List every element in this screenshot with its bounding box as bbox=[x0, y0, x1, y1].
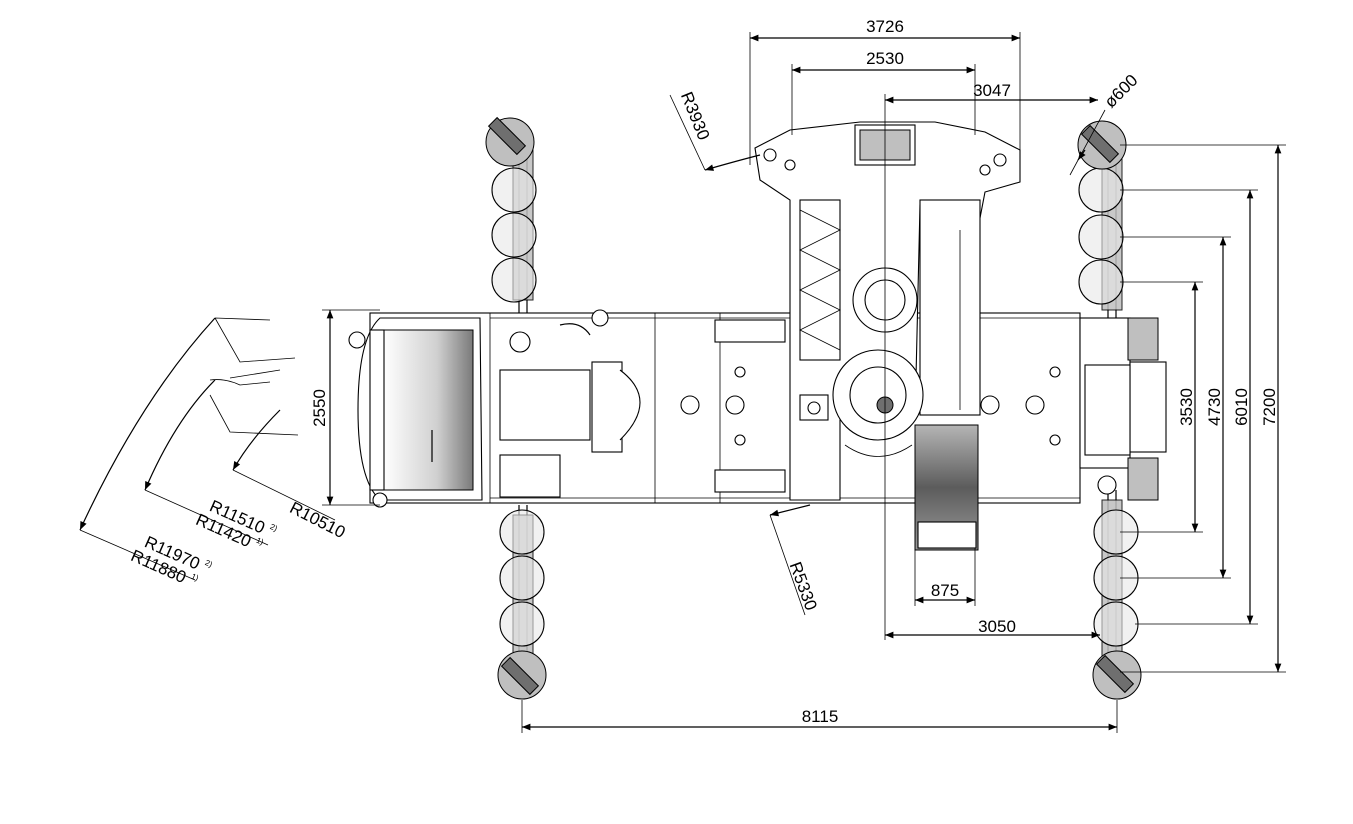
dimension-lines bbox=[322, 32, 1286, 733]
outrigger-front-top bbox=[1077, 120, 1127, 318]
radius-3930: R3930 bbox=[677, 89, 713, 143]
dim-2530: 2530 bbox=[866, 49, 904, 68]
boom-head-outline bbox=[209, 317, 299, 436]
outrigger-rear-top bbox=[485, 116, 537, 318]
footnote-2: 2) bbox=[269, 522, 279, 533]
dim-diameter-600: ø600 bbox=[1101, 71, 1142, 112]
dim-6010: 6010 bbox=[1232, 388, 1251, 426]
dim-2550: 2550 bbox=[310, 389, 329, 427]
driver-cab bbox=[348, 317, 483, 508]
footnote-2: 2) bbox=[204, 558, 214, 569]
superstructure bbox=[754, 121, 1021, 551]
carrier-chassis bbox=[369, 309, 1167, 504]
footnote-1: 1) bbox=[190, 572, 200, 583]
dim-3047: 3047 bbox=[973, 81, 1011, 100]
radius-5330: R5330 bbox=[786, 559, 821, 613]
outrigger-front-bottom bbox=[1092, 490, 1142, 700]
dim-4730: 4730 bbox=[1205, 388, 1224, 426]
dim-8115: 8115 bbox=[802, 707, 839, 726]
dim-875: 875 bbox=[931, 581, 959, 600]
footnote-1: 1) bbox=[255, 536, 265, 547]
dim-3726: 3726 bbox=[866, 17, 904, 36]
outrigger-rear-bottom bbox=[497, 505, 547, 700]
dim-3530: 3530 bbox=[1177, 388, 1196, 426]
dim-7200: 7200 bbox=[1260, 388, 1279, 426]
radius-arcs bbox=[79, 94, 811, 616]
dim-3050: 3050 bbox=[978, 617, 1016, 636]
